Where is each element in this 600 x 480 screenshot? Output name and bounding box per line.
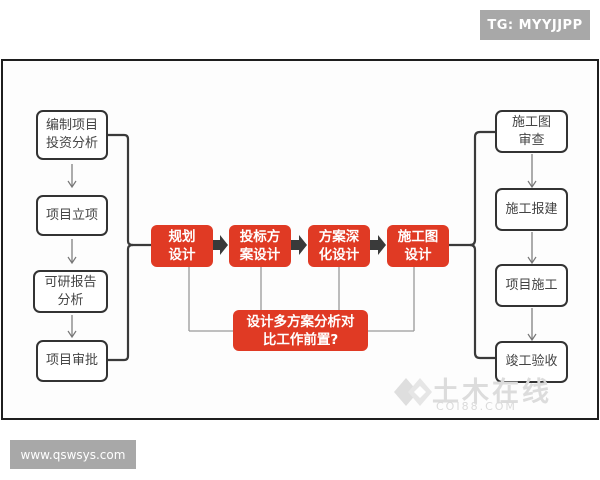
node-construction-permit: 施工报建 (495, 188, 568, 231)
node-drawing-review: 施工图 审查 (495, 110, 568, 153)
node-investment-analysis: 编制项目 投资分析 (36, 110, 108, 160)
question-box: 设计多方案分析对 比工作前置? (233, 310, 368, 351)
watermark-top-right: TG: MYYJJPP (480, 10, 590, 40)
node-completion-acceptance: 竣工验收 (495, 341, 568, 383)
logo-subtext: COI88.COM (436, 400, 517, 413)
step-construction-drawing: 施工图 设计 (387, 225, 449, 267)
watermark-bottom-left: www.qswsys.com (10, 440, 136, 469)
step-planning-design: 规划 设计 (151, 225, 213, 267)
step-scheme-deepening: 方案深 化设计 (308, 225, 370, 267)
diamond-logo-icon (394, 378, 432, 406)
node-project-approval-setup: 项目立项 (36, 195, 108, 236)
logo-text: 土木在线 (432, 377, 552, 408)
logo-watermark: 土木在线 COI88.COM (392, 372, 592, 418)
node-feasibility-report: 可研报告 分析 (33, 270, 108, 313)
node-construction: 项目施工 (495, 264, 568, 307)
step-bid-scheme-design: 投标方 案设计 (229, 225, 291, 267)
node-project-review: 项目审批 (36, 340, 108, 382)
